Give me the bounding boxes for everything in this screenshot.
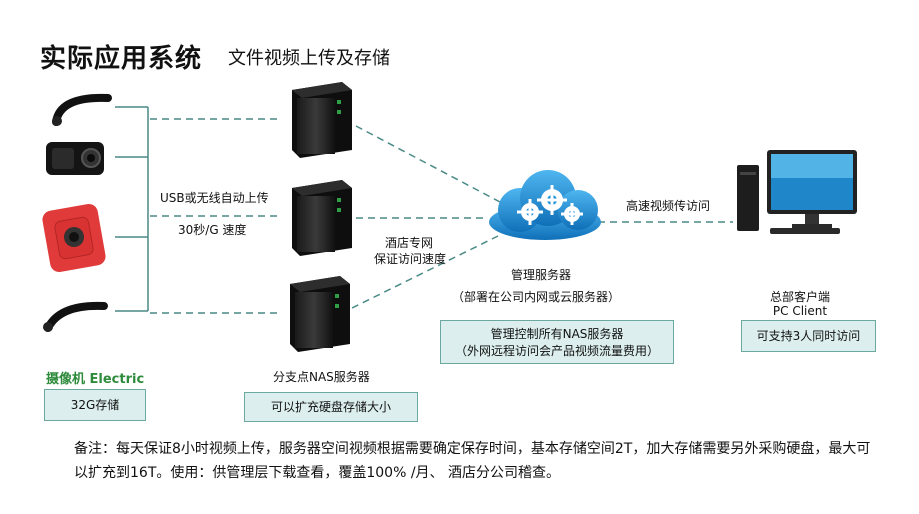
camera-headband-icon bbox=[52, 93, 112, 126]
high-speed-access-label: 高速视频传访问 bbox=[626, 199, 711, 213]
hotel-network-speed-label: 保证访问速度 bbox=[374, 252, 447, 266]
pc-client-label: PC Client bbox=[772, 304, 828, 318]
nas-server-icon-2 bbox=[292, 180, 352, 256]
nas-server-icon-3 bbox=[290, 276, 350, 352]
network-links bbox=[150, 118, 733, 314]
expand-disk-box: 可以扩充硬盘存储大小 bbox=[244, 392, 418, 422]
speed-label: 30秒/G 速度 bbox=[178, 223, 247, 237]
concurrent-access-text: 可支持3人同时访问 bbox=[756, 329, 861, 343]
storage-32g-box: 32G存储 bbox=[44, 389, 146, 421]
storage-32g-text: 32G存储 bbox=[70, 398, 120, 412]
branch-nas-label: 分支点NAS服务器 bbox=[273, 370, 370, 384]
mgmt-deploy-label: （部署在公司内网或云服务器） bbox=[452, 290, 621, 304]
camera-bracket bbox=[115, 106, 149, 312]
nas-server-icon-1 bbox=[292, 82, 352, 158]
page-title: 实际应用系统 bbox=[40, 44, 203, 74]
camera-headband-icon-2 bbox=[43, 301, 108, 332]
usb-upload-label: USB或无线自动上传 bbox=[160, 191, 269, 205]
mgmt-server-label: 管理服务器 bbox=[511, 268, 572, 282]
page-subtitle: 文件视频上传及存储 bbox=[228, 48, 390, 69]
mgmt-control-line1: 管理控制所有NAS服务器 bbox=[490, 327, 624, 341]
camera-action-icon bbox=[46, 142, 104, 175]
concurrent-access-box: 可支持3人同时访问 bbox=[741, 320, 876, 352]
pc-client-icon bbox=[737, 150, 857, 234]
expand-disk-text: 可以扩充硬盘存储大小 bbox=[270, 400, 391, 414]
hotel-network-label: 酒店专网 bbox=[385, 236, 434, 250]
hq-client-label: 总部客户端 bbox=[769, 290, 830, 304]
camera-label: 摄像机 Electric bbox=[46, 372, 145, 387]
mgmt-control-line2: （外网远程访问会产品视频流量费用） bbox=[454, 344, 659, 358]
footnote: 备注：每天保证8小时视频上传，服务器空间视频根据需要确定保存时间，基本存储空间2… bbox=[74, 441, 871, 481]
cloud-gears-icon bbox=[489, 170, 601, 240]
camera-red-icon bbox=[42, 204, 106, 272]
mgmt-control-box: 管理控制所有NAS服务器 （外网远程访问会产品视频流量费用） bbox=[440, 320, 674, 364]
